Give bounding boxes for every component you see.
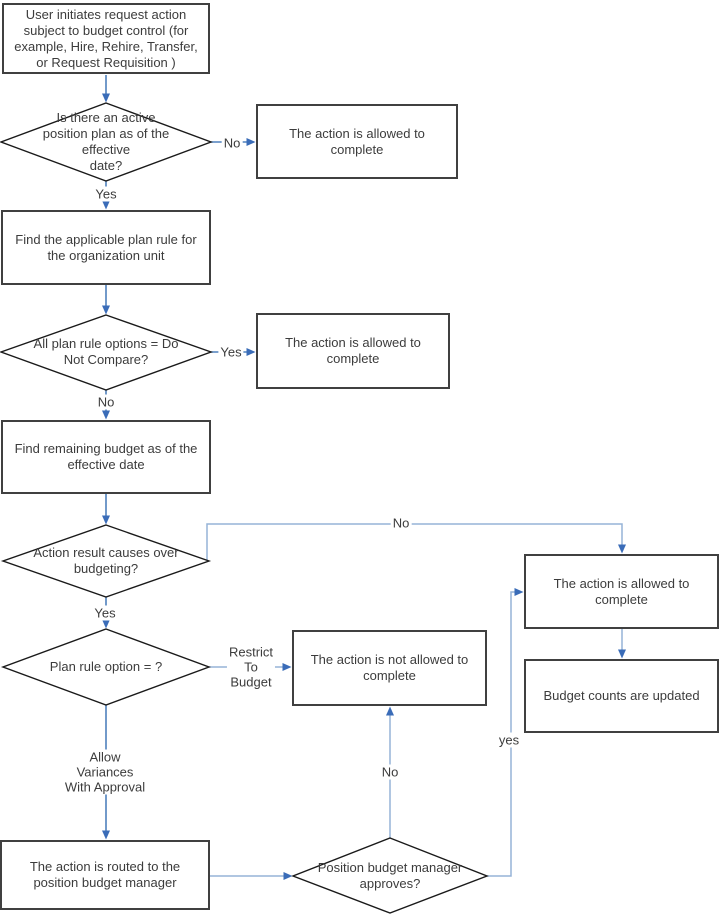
decision-active-plan-shape xyxy=(0,102,214,182)
edge-label-no-manager-approves: No xyxy=(379,764,401,780)
edge-label-restrict-to-budget: Restrict To Budget xyxy=(226,644,276,690)
edge-label-yes-do-not-compare: Yes xyxy=(218,344,244,360)
node-allowed-right: The action is allowed to complete xyxy=(524,554,719,629)
node-allowed-top: The action is allowed to complete xyxy=(256,104,458,179)
edge-label-yes-active-plan: Yes xyxy=(93,186,119,202)
decision-plan-rule-option-shape xyxy=(0,628,212,706)
edge-label-yes-manager-approves: yes xyxy=(496,732,522,748)
node-find-remaining-budget: Find remaining budget as of the effectiv… xyxy=(1,420,211,494)
edge-no-over-budget xyxy=(206,523,626,561)
node-budget-counts-updated: Budget counts are updated xyxy=(524,659,719,733)
node-not-allowed: The action is not allowed to complete xyxy=(292,630,487,706)
edge-label-no-active-plan: No xyxy=(221,135,243,151)
edge-label-no-do-not-compare: No xyxy=(95,394,117,410)
decision-manager-approves-shape xyxy=(291,837,489,914)
node-allowed-mid: The action is allowed to complete xyxy=(256,313,450,389)
edge-label-yes-over-budget: Yes xyxy=(92,605,118,621)
node-start: User initiates request action subject to… xyxy=(2,3,210,74)
edge-label-allow-variances: Allow Variances With Approval xyxy=(62,749,148,795)
decision-do-not-compare-shape xyxy=(0,314,214,391)
decision-over-budget-shape xyxy=(0,524,212,598)
node-find-plan-rule: Find the applicable plan rule for the or… xyxy=(1,210,211,285)
edge-label-no-over-budget: No xyxy=(390,515,412,531)
node-routed-to-manager: The action is routed to the position bud… xyxy=(0,840,210,910)
